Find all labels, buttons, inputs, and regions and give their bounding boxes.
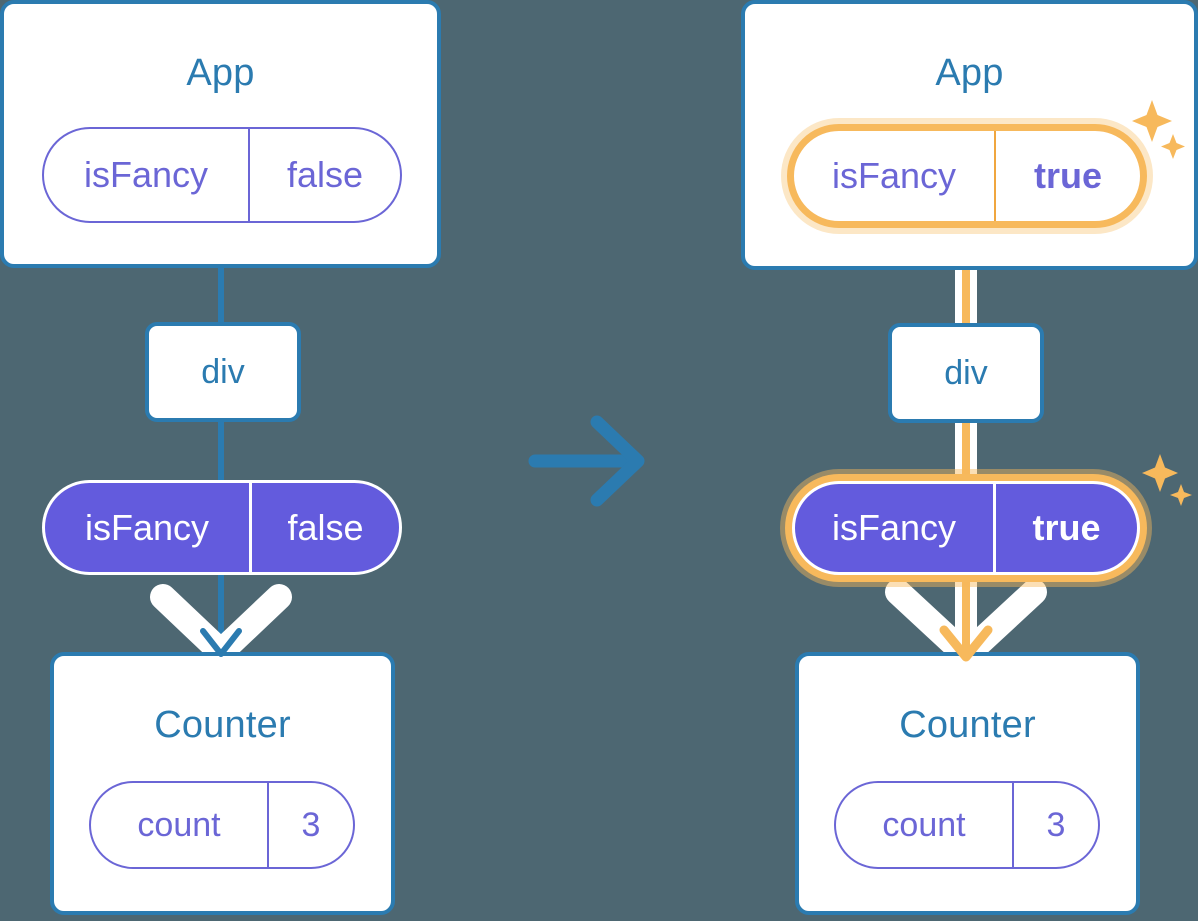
left-counter-state-name: count [137, 805, 221, 844]
left-connector-app-to-div [218, 215, 224, 327]
right-prop-sparkles-icon [1142, 454, 1192, 506]
left-app-prop-name: isFancy [83, 154, 209, 195]
left-prop-pill-value: false [249, 483, 399, 572]
right-app-prop-pill-highlighted: isFancy true [787, 124, 1147, 228]
right-app-prop-name: isFancy [831, 155, 957, 196]
right-div-label: div [944, 353, 988, 392]
left-app-title: App [186, 52, 255, 94]
right-counter-title: Counter [899, 704, 1036, 746]
right-counter-state-name: count [882, 805, 966, 844]
right-app-sparkles-icon [1132, 100, 1185, 159]
left-counter-state-pill: count 3 [89, 781, 355, 869]
right-app-title: App [935, 52, 1004, 94]
left-div-node: div [145, 322, 301, 422]
right-prop-pill-highlighted: isFancy true [792, 481, 1140, 575]
left-app-prop-value: false [248, 129, 400, 221]
left-prop-pill-name: isFancy [84, 506, 210, 548]
right-counter-state-pill: count 3 [834, 781, 1100, 869]
right-div-node: div [888, 323, 1044, 423]
right-app-prop-value: true [994, 131, 1140, 221]
left-counter-title: Counter [154, 704, 291, 746]
left-app-prop-pill: isFancy false [42, 127, 402, 223]
left-connector-div-to-pill [218, 415, 224, 485]
left-connector-pill-to-counter [218, 560, 224, 658]
right-connector-pill-to-counter [962, 560, 970, 658]
left-div-label: div [201, 352, 245, 391]
right-connector-app-to-div [962, 218, 970, 330]
right-prop-pill-value: true [993, 484, 1137, 572]
left-counter-state-value: 3 [267, 783, 353, 867]
right-prop-pill-name: isFancy [831, 507, 957, 548]
left-prop-pill: isFancy false [42, 480, 402, 575]
right-connector-div-to-pill [962, 416, 970, 490]
right-counter-state-value: 3 [1012, 783, 1098, 867]
